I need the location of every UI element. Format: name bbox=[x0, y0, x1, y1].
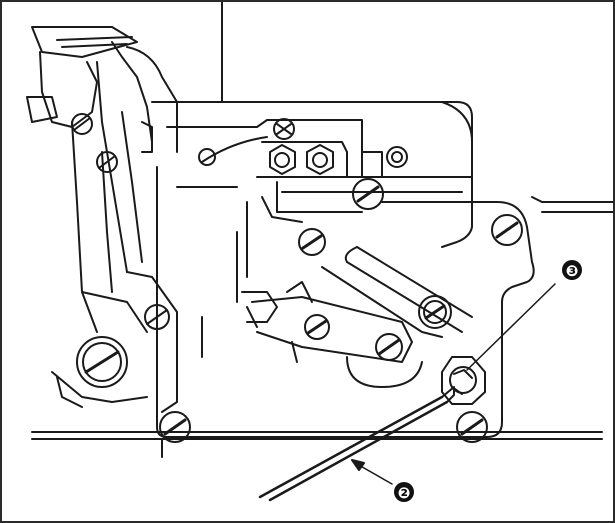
callout-3: ❸ bbox=[562, 260, 582, 280]
nut-top-right bbox=[386, 146, 408, 168]
screw-plate-right bbox=[491, 214, 523, 246]
screw-arm-pivot bbox=[375, 333, 403, 361]
thread-guide bbox=[26, 96, 58, 123]
hex-nut-right bbox=[306, 144, 334, 175]
callout-3-label: ❸ bbox=[566, 263, 579, 280]
leader-line-2 bbox=[356, 463, 393, 485]
screw-presser-foot-large bbox=[76, 336, 128, 388]
callout-2: ❷ bbox=[394, 482, 414, 502]
guide-bar-plate bbox=[256, 176, 473, 248]
screw-top-center bbox=[273, 118, 295, 140]
upper-bracket bbox=[166, 119, 383, 178]
screw-guide-bar bbox=[352, 178, 384, 210]
leader-lines bbox=[351, 283, 556, 485]
leader-line-3 bbox=[466, 283, 556, 371]
arrowhead-2 bbox=[351, 459, 365, 471]
screw-top-left bbox=[71, 113, 93, 135]
callout-2-label: ❷ bbox=[398, 485, 411, 502]
upper-right-housing bbox=[221, 2, 543, 203]
diagonal-slotted-link bbox=[321, 246, 473, 338]
screw-presser-lower bbox=[144, 304, 170, 330]
screw-bed-left bbox=[159, 411, 191, 443]
throat-plate bbox=[151, 101, 535, 438]
screw-bed-right bbox=[456, 411, 488, 443]
screw-arm-lower bbox=[304, 314, 330, 340]
screw-left-mid bbox=[96, 151, 118, 173]
looper-arm bbox=[241, 281, 423, 388]
screw-center bbox=[298, 228, 326, 256]
presser-foot-assembly bbox=[26, 26, 178, 273]
adjustment-nut bbox=[441, 356, 486, 405]
screwdriver bbox=[258, 386, 455, 502]
presser-bar-shank bbox=[51, 121, 203, 413]
screw-slot-right bbox=[418, 295, 452, 329]
machine-bed bbox=[31, 201, 613, 458]
hex-nut-left bbox=[269, 144, 296, 175]
